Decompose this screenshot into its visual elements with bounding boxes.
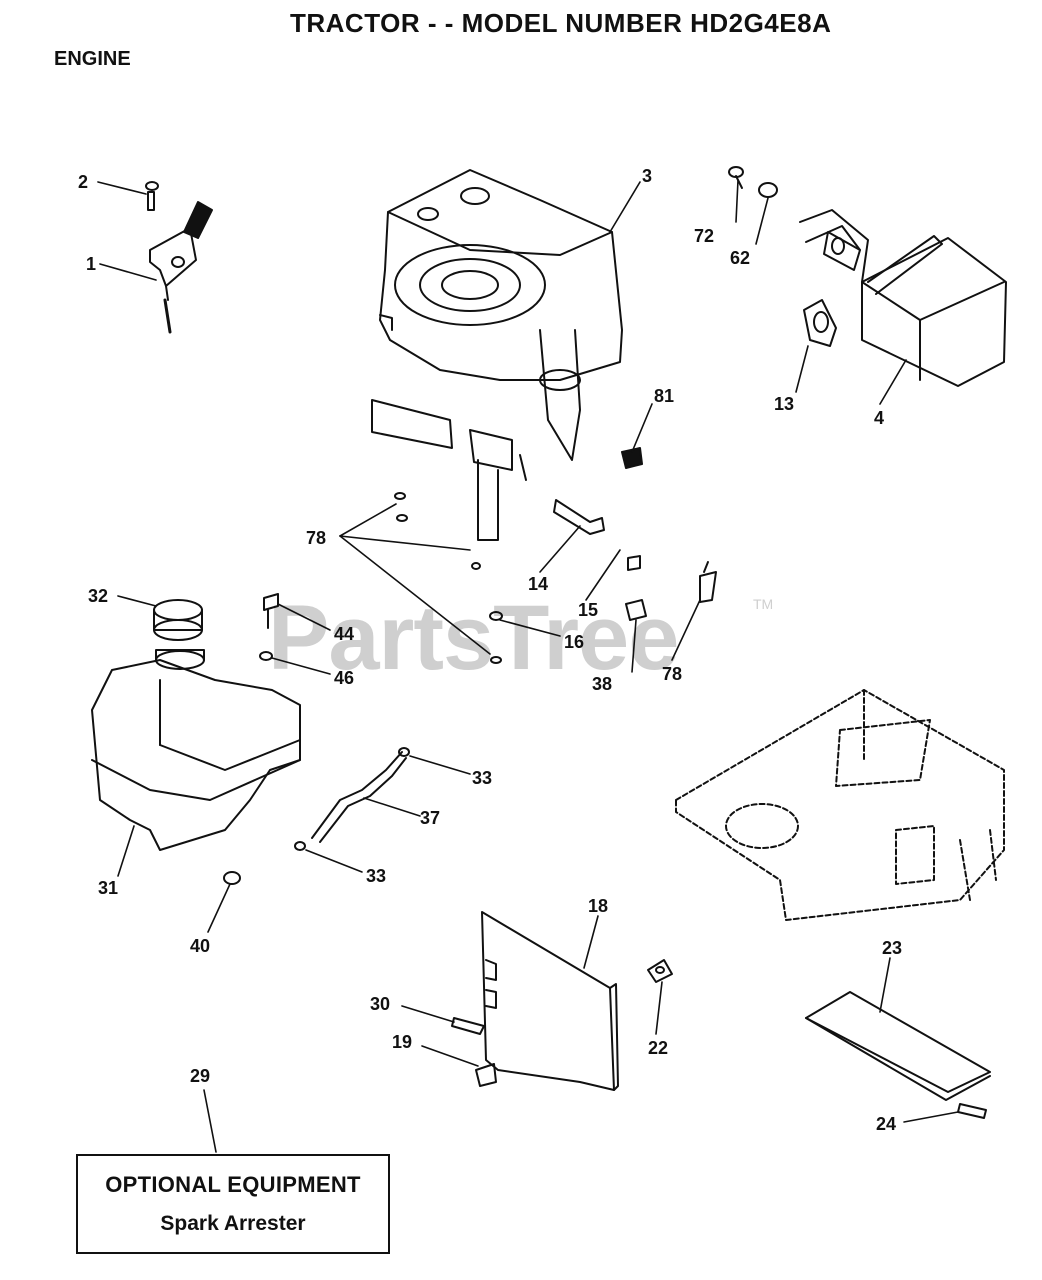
- callout-24: 24: [876, 1114, 897, 1134]
- callout-72: 72: [694, 226, 715, 246]
- callout-18: 18: [588, 896, 609, 916]
- engine-part: [371, 169, 623, 541]
- callout-33-lower: 33: [366, 866, 387, 886]
- small-fastener-parts: [394, 447, 717, 664]
- callout-29: 29: [190, 1066, 211, 1086]
- diagram-title: TRACTOR - - MODEL NUMBER HD2G4E8A: [290, 8, 832, 38]
- callout-33-upper: 33: [472, 768, 493, 788]
- callout-16: 16: [564, 632, 585, 652]
- callout-23: 23: [882, 938, 903, 958]
- optional-equipment-item: Spark Arrester: [160, 1212, 306, 1235]
- callout-13: 13: [774, 394, 795, 414]
- callout-78-upper: 78: [306, 528, 327, 548]
- callout-62: 62: [730, 248, 751, 268]
- watermark-text: PartsTree: [268, 587, 679, 689]
- heat-shield-part: [481, 911, 619, 1091]
- callout-22: 22: [648, 1038, 669, 1058]
- callout-3: 3: [642, 166, 653, 186]
- fuel-tank-part: [91, 599, 301, 851]
- callout-2: 2: [78, 172, 89, 192]
- optional-equipment-box: OPTIONAL EQUIPMENT Spark Arrester: [76, 1154, 390, 1254]
- section-label: ENGINE: [54, 48, 131, 70]
- callout-78-lower: 78: [662, 664, 683, 684]
- throttle-control-part: [145, 181, 213, 334]
- callout-81: 81: [654, 386, 675, 406]
- muffler-part: [799, 209, 1007, 387]
- plate-fasteners-parts: [451, 959, 673, 1087]
- callout-32: 32: [88, 586, 109, 606]
- leader-lines: [97, 179, 959, 1153]
- optional-equipment-heading: OPTIONAL EQUIPMENT: [105, 1172, 361, 1197]
- callout-44: 44: [334, 624, 355, 644]
- callout-1: 1: [86, 254, 97, 274]
- callout-4: 4: [874, 408, 885, 428]
- watermark-trademark: TM: [753, 596, 774, 612]
- callout-38: 38: [592, 674, 613, 694]
- fuel-line-part: [223, 747, 410, 885]
- callout-37: 37: [420, 808, 441, 828]
- bracket-part: [805, 991, 991, 1119]
- callout-15: 15: [578, 600, 599, 620]
- gasket-and-bolt-parts: [728, 166, 778, 198]
- callout-40: 40: [190, 936, 211, 956]
- bolt-washer-parts: [259, 593, 279, 661]
- callout-46: 46: [334, 668, 355, 688]
- callout-14: 14: [528, 574, 549, 594]
- callout-31: 31: [98, 878, 119, 898]
- callout-30: 30: [370, 994, 391, 1014]
- frame-plate-part: [675, 689, 1005, 921]
- callout-19: 19: [392, 1032, 413, 1052]
